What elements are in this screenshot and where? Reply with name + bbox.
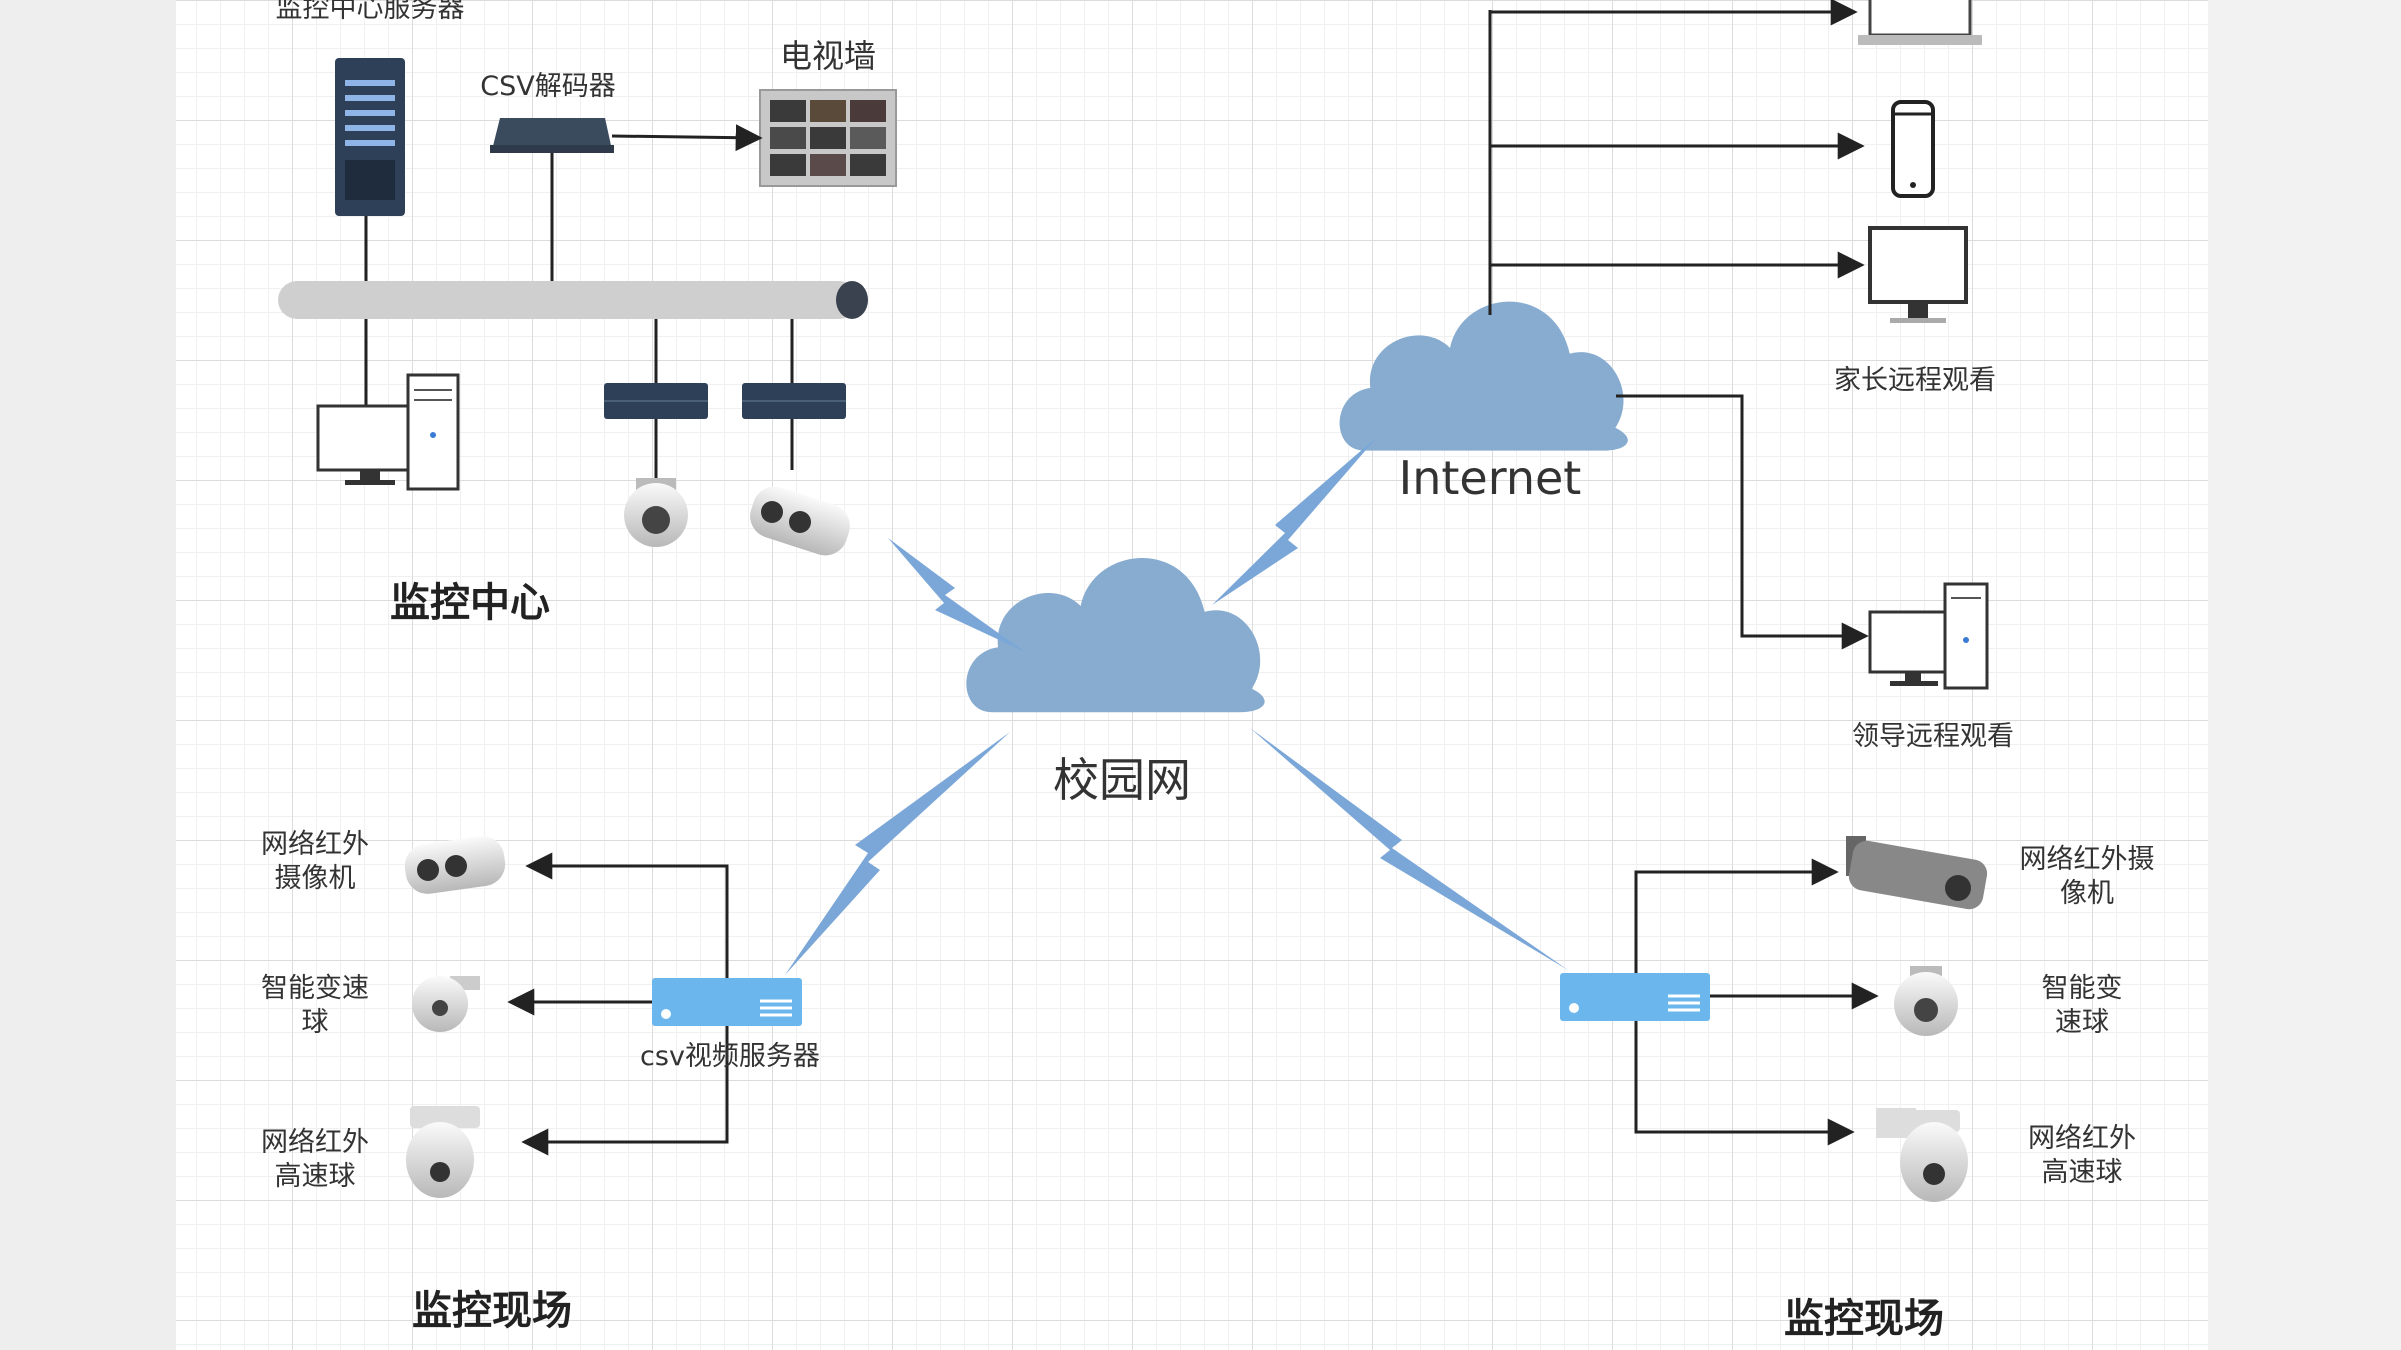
laptop-icon [1858, 0, 1982, 45]
right-site-links [1634, 858, 1879, 1146]
monitor-icon [1868, 226, 1968, 323]
left-bullet-camera-icon [404, 836, 506, 894]
label-campus-net: 校园网 [1053, 753, 1191, 807]
right-video-server-icon [1560, 973, 1710, 1021]
label-csv-video-server: csv视频服务器 [640, 1041, 820, 1072]
left-ir-dome-icon [406, 1106, 480, 1198]
campus-cloud-icon [966, 558, 1265, 713]
label-right-cam3: 网络红外 高速球 [2028, 1123, 2136, 1188]
label-left-cam1: 网络红外 摄像机 [261, 829, 369, 894]
server-tower-icon [335, 58, 405, 216]
label-monitor-server: 监控中心服务器 [275, 0, 465, 24]
right-ir-dome-icon [1876, 1108, 1968, 1202]
internet-links [1488, 0, 1869, 650]
internet-cloud-icon [1339, 301, 1628, 451]
workstation-icon [316, 373, 460, 491]
label-leader-view: 领导远程观看 [1852, 721, 2014, 752]
bullet-camera-icon [750, 486, 850, 556]
label-left-cam3: 网络红外 高速球 [261, 1127, 369, 1192]
label-right-site: 监控现场 [1784, 1296, 1944, 1342]
left-site-links [507, 852, 729, 1156]
bus-bar [278, 281, 868, 319]
switch-icon [742, 383, 846, 419]
phone-icon [1891, 100, 1935, 198]
label-csv-decoder: CSV解码器 [480, 71, 616, 102]
label-monitor-center: 监控中心 [390, 580, 550, 626]
label-right-cam1: 网络红外摄 像机 [2019, 844, 2155, 909]
label-left-cam2: 智能变速 球 [261, 973, 369, 1038]
tv-wall-icon [759, 89, 897, 187]
lightning-links [785, 436, 1568, 975]
label-left-site: 监控现场 [412, 1288, 572, 1334]
decoder-to-tv-arrow [611, 124, 763, 152]
label-right-cam2: 智能变 速球 [2041, 973, 2123, 1038]
canvas-margin [2208, 0, 2401, 1350]
label-parent-view: 家长远程观看 [1834, 365, 1996, 396]
left-speed-dome-icon [412, 976, 480, 1032]
dome-camera-icon [624, 478, 688, 547]
right-speed-dome-icon [1894, 966, 1958, 1036]
switch-icon [604, 383, 708, 419]
label-internet: Internet [1398, 451, 1582, 505]
label-tv-wall: 电视墙 [779, 37, 876, 75]
left-video-server-icon [652, 978, 802, 1026]
right-bullet-camera-icon [1846, 836, 1988, 910]
leader-workstation-icon [1868, 582, 1989, 690]
decoder-icon [490, 118, 614, 153]
